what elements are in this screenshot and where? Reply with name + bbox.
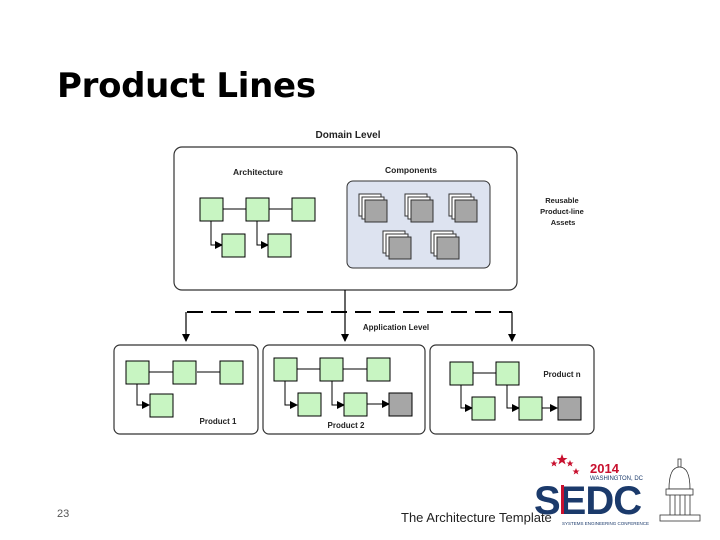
svg-text:WASHINGTON, DC: WASHINGTON, DC <box>590 476 644 482</box>
domain-level-label: Domain Level <box>315 130 380 141</box>
slide-number: 23 <box>57 508 70 520</box>
product-box: Product n <box>429 344 595 435</box>
product-box: Product 2 <box>262 344 426 435</box>
arch-box <box>221 233 246 258</box>
component-stack <box>430 230 460 260</box>
arch-box <box>199 197 224 222</box>
arch-box <box>267 233 292 258</box>
product-box: Product 1 <box>113 344 259 435</box>
component-stack <box>382 230 412 260</box>
component-stack <box>448 193 478 223</box>
svg-text:2014: 2014 <box>590 461 620 476</box>
components-label: Components <box>385 165 437 175</box>
arch-box <box>245 197 270 222</box>
product-label: Product 2 <box>328 421 365 430</box>
sedc-logo: 2014 WASHINGTON, DC SEDC SYSTEMS ENGINEE… <box>534 454 701 526</box>
architecture-diagram <box>199 197 316 258</box>
footer-text: The Architecture Template <box>401 510 552 525</box>
component-stacks <box>358 193 478 260</box>
arch-box <box>291 197 316 222</box>
svg-text:SYSTEMS ENGINEERING CONFERENCE: SYSTEMS ENGINEERING CONFERENCE <box>562 521 649 526</box>
star-icons <box>550 454 580 475</box>
svg-text:SEDC: SEDC <box>534 479 641 523</box>
component-stack <box>358 193 388 223</box>
capitol-icon <box>659 458 701 522</box>
product-label: Product 1 <box>200 417 237 426</box>
component-stack <box>404 193 434 223</box>
architecture-label: Architecture <box>233 167 283 177</box>
connectors <box>182 290 516 342</box>
product-label: Product n <box>543 370 580 379</box>
application-level-label: Application Level <box>363 323 429 332</box>
reusable-assets-label: Reusable Product-line Assets <box>540 196 586 227</box>
slide-title: Product Lines <box>57 66 316 106</box>
